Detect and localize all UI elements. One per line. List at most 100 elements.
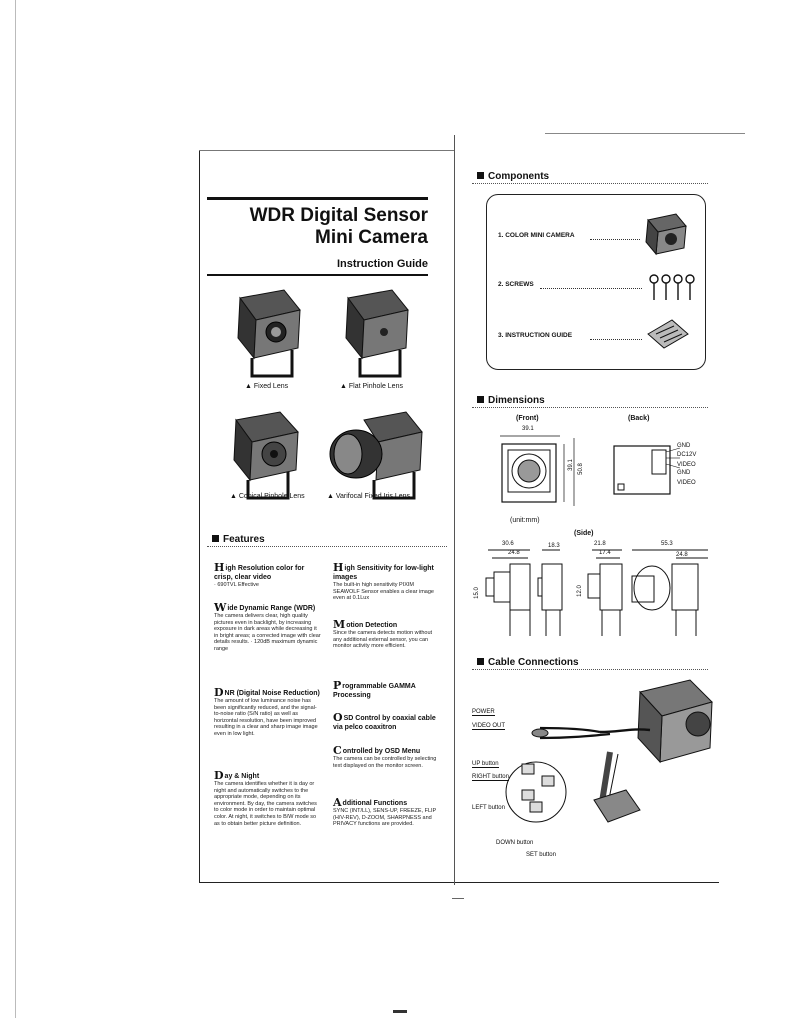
feature-item: High Resolution color for crisp, clear v… xyxy=(214,561,322,589)
mini-camera-icon xyxy=(645,213,687,256)
feature-item: DNR (Digital Noise Reduction) The amount… xyxy=(214,686,322,738)
frame-bottom xyxy=(199,882,719,883)
component-screws-label: 2. SCREWS xyxy=(498,281,534,288)
frame-top xyxy=(199,150,454,151)
leader-dots xyxy=(590,339,642,340)
feature-title: ide Dynamic Range (WDR) xyxy=(227,605,316,612)
right-button-label: RIGHT button xyxy=(472,774,509,781)
feature-item: Wide Dynamic Range (WDR) The camera deli… xyxy=(214,601,322,653)
feature-body: The camera delivers clear, high quality … xyxy=(214,613,321,652)
feature-title: ontrolled by OSD Menu xyxy=(342,748,421,755)
feature-title: ay & Night xyxy=(224,773,260,780)
side-dim-value: 15.0 xyxy=(473,587,480,599)
instruction-guide-icon xyxy=(647,319,689,349)
feature-title: igh Sensitivity for low-light images xyxy=(333,565,434,581)
feature-body: The built-in high sensitivity PIXIM SEAW… xyxy=(333,582,434,602)
fixed-lens-camera-image xyxy=(237,289,301,378)
feature-initial: D xyxy=(214,769,224,782)
feature-title: igh Resolution color for crisp, clear vi… xyxy=(214,565,305,581)
feature-item: High Sensitivity for low-light images Th… xyxy=(333,562,441,602)
feature-initial: O xyxy=(333,711,343,724)
leader-dots xyxy=(540,288,642,289)
left-margin-line xyxy=(15,0,16,1018)
side-dim-value: 21.8 xyxy=(594,541,606,547)
front-width-value: 39.1 xyxy=(522,426,534,432)
feature-body: The camera identifies whether it is day … xyxy=(214,781,317,827)
subtitle: Instruction Guide xyxy=(336,258,428,270)
component-camera-label: 1. COLOR MINI CAMERA xyxy=(498,232,575,239)
front-total-height-value: 50.8 xyxy=(577,463,584,475)
components-heading: Components xyxy=(472,170,708,184)
feature-initial: M xyxy=(333,618,346,631)
caption-varifocal: ▲ Varifocal Fixed Iris Lens xyxy=(327,493,411,500)
heading-square-icon xyxy=(477,172,484,179)
feature-body: SYNC (INT/LL), SENS-UP, FREEZE, FLIP (H/… xyxy=(333,808,437,828)
dimensions-heading-label: Dimensions xyxy=(488,395,545,406)
cable-connection-drawing xyxy=(505,679,713,823)
frame-left xyxy=(199,150,200,882)
back-dc12v-label: DC12V xyxy=(677,452,697,458)
feature-initial: D xyxy=(214,686,224,699)
feature-title: dditional Functions xyxy=(342,800,408,807)
feature-body: · 690TVL Effective xyxy=(214,582,259,588)
page-title: WDR Digital Sensor Mini Camera xyxy=(207,205,428,249)
heading-square-icon xyxy=(477,396,484,403)
side-dim-value: 30.6 xyxy=(502,541,514,547)
bottom-mark xyxy=(393,1010,407,1013)
conical-pinhole-camera-image xyxy=(233,411,299,500)
up-button-label: UP button xyxy=(472,761,499,768)
feature-body: The amount of low luminance noise has be… xyxy=(214,698,318,737)
side-dim-value: 17.4 xyxy=(599,550,611,556)
side-dim-value: 24.8 xyxy=(508,550,520,556)
feature-item: Additional Functions SYNC (INT/LL), SENS… xyxy=(333,796,441,828)
feature-initial: A xyxy=(333,796,342,809)
flat-pinhole-camera-image xyxy=(345,289,409,378)
feature-initial: C xyxy=(333,744,342,757)
back-video-label: VIDEO xyxy=(677,462,696,468)
components-box xyxy=(486,194,706,370)
feature-body: Since the camera detects motion without … xyxy=(333,630,433,650)
caption-conical-pinhole: ▲ Conical Pinhole Lens xyxy=(230,493,305,500)
heading-square-icon xyxy=(212,535,219,542)
caption-flat-pinhole: ▲ Flat Pinhole Lens xyxy=(340,383,403,390)
feature-item: Motion Detection Since the camera detect… xyxy=(333,618,441,650)
component-guide-label: 3. INSTRUCTION GUIDE xyxy=(498,332,573,339)
side-dim-value: 24.8 xyxy=(676,552,688,558)
cable-heading-label: Cable Connections xyxy=(488,657,579,668)
front-height-value: 39.1 xyxy=(567,459,574,471)
frame-divider xyxy=(454,135,455,885)
side-views-drawing xyxy=(485,549,708,636)
feature-item: Day & Night The camera identifies whethe… xyxy=(214,769,322,827)
center-corner-mark xyxy=(452,898,464,899)
power-label: POWER xyxy=(472,709,495,716)
back-label: (Back) xyxy=(628,415,650,422)
side-label: (Side) xyxy=(574,530,594,537)
feature-title: rogrammable GAMMA Processing xyxy=(333,683,416,699)
feature-item: OSD Control by coaxial cable via pelco c… xyxy=(333,711,441,732)
front-view-drawing xyxy=(500,435,575,506)
feature-item: Controlled by OSD Menu The camera can be… xyxy=(333,744,441,769)
heading-square-icon xyxy=(477,658,484,665)
subtitle-rule xyxy=(207,274,428,276)
side-dim-value: 55.3 xyxy=(661,541,673,547)
left-button-label: LEFT button xyxy=(472,805,505,811)
components-heading-label: Components xyxy=(488,171,550,182)
back-video2-label: VIDEO xyxy=(677,480,696,486)
down-button-label: DOWN button xyxy=(496,840,534,846)
feature-body: The camera can be controlled by selectin… xyxy=(333,756,437,769)
feature-initial: P xyxy=(333,679,342,692)
title-line-1: WDR Digital Sensor xyxy=(249,205,428,226)
leader-dots xyxy=(590,239,640,240)
feature-item: Programmable GAMMA Processing xyxy=(333,679,441,700)
feature-initial: W xyxy=(214,601,227,614)
back-gnd2-label: GND xyxy=(677,470,691,476)
feature-initial: H xyxy=(214,561,225,574)
dimensions-heading: Dimensions xyxy=(472,394,708,408)
feature-title: otion Detection xyxy=(346,622,398,629)
title-rule xyxy=(207,197,428,200)
caption-fixed-lens: ▲ Fixed Lens xyxy=(245,383,289,390)
varifocal-lens-camera-image xyxy=(329,411,423,500)
title-line-2: Mini Camera xyxy=(315,227,428,248)
back-view-drawing xyxy=(613,445,681,495)
unit-label: (unit:mm) xyxy=(510,517,540,524)
